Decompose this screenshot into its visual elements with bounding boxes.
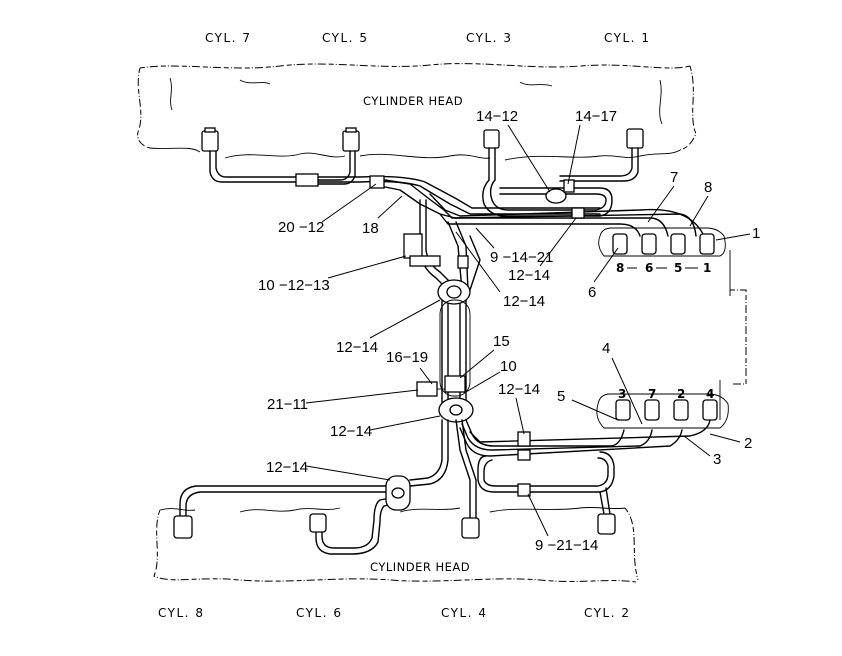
callout-12-14-e: 12−14 — [498, 381, 540, 398]
top-cylinder-head-label: CYLINDER HEAD — [363, 94, 463, 108]
callout-4: 4 — [602, 340, 610, 357]
center-vertical-tubes — [403, 199, 481, 423]
bottom-nozzle-cyl6 — [309, 497, 393, 555]
cyl-1-label: CYL. 1 — [604, 31, 650, 45]
callout-8: 8 — [704, 179, 712, 196]
callouts: 14−12 14−17 7 8 1 6 20 −12 18 9 −14−21 1… — [258, 108, 760, 554]
cyl-3-label: CYL. 3 — [466, 31, 512, 45]
callout-18: 18 — [362, 220, 379, 237]
bottom-nozzle-cyl4 — [461, 517, 480, 539]
port-5-fitting — [670, 233, 686, 255]
cyl-7-label: CYL. 7 — [205, 31, 251, 45]
callout-1: 1 — [752, 225, 760, 242]
callout-10-12-13: 10 −12−13 — [258, 277, 330, 294]
top-nozzle-cyl1 — [559, 128, 644, 182]
callout-2: 2 — [744, 435, 752, 452]
callout-9-14-21: 9 −14−21 — [490, 249, 553, 266]
port-1-label: 1 — [703, 261, 711, 275]
cyl-6-label: CYL. 6 — [296, 606, 342, 620]
callout-12-14-c: 12−14 — [336, 339, 378, 356]
port-3-label: 3 — [618, 387, 626, 401]
port-8-fitting — [612, 233, 628, 255]
bottom-cylinder-head — [153, 506, 639, 583]
callout-9-21-14: 9 −21−14 — [535, 537, 598, 554]
top-tube-bundle — [295, 173, 705, 237]
port-6-label: 6 — [645, 261, 653, 275]
callout-12-14-f: 12−14 — [266, 459, 308, 476]
cyl-4-label: CYL. 4 — [441, 606, 487, 620]
bottom-pump-ports: 3 7 2 4 — [596, 387, 729, 429]
port-4-label: 4 — [706, 387, 714, 401]
bottom-cylinder-head-label: CYLINDER HEAD — [370, 560, 470, 574]
bottom-left-clamp — [385, 475, 411, 511]
callout-12-14-a: 12−14 — [508, 267, 550, 284]
port-7-fitting — [644, 399, 660, 421]
callout-7: 7 — [670, 169, 678, 186]
lower-tube-bundle — [409, 419, 711, 521]
callout-21-11: 21−11 — [267, 396, 308, 413]
callout-14-12: 14−12 — [476, 108, 518, 125]
port-1-fitting — [699, 233, 715, 255]
callout-5: 5 — [557, 388, 565, 405]
cyl-5-label: CYL. 5 — [322, 31, 368, 45]
top-pump-ports: 8 6 5 1 — [598, 227, 726, 275]
callout-16-19: 16−19 — [386, 349, 428, 366]
cyl-2-label: CYL. 2 — [584, 606, 630, 620]
bottom-nozzle-cyl2 — [597, 487, 616, 535]
callout-15: 15 — [493, 333, 510, 350]
port-3-fitting — [615, 399, 631, 421]
top-nozzle-cyl5 — [317, 127, 360, 185]
port-4-fitting — [702, 399, 718, 421]
callout-14-17: 14−17 — [575, 108, 617, 125]
pump-edge — [730, 289, 747, 385]
callout-12-14-d: 12−14 — [330, 423, 372, 440]
port-5-label: 5 — [674, 261, 682, 275]
callout-10: 10 — [500, 358, 517, 375]
bottom-nozzle-cyl8 — [173, 485, 391, 539]
top-nozzle-cyl3 — [483, 129, 500, 181]
callout-3: 3 — [713, 451, 721, 468]
callout-20-12: 20 −12 — [278, 219, 324, 236]
port-6-fitting — [641, 233, 657, 255]
callout-12-14-b: 12−14 — [503, 293, 545, 310]
cyl-8-label: CYL. 8 — [158, 606, 204, 620]
top-cylinder-head — [137, 63, 697, 161]
port-8-label: 8 — [616, 261, 624, 275]
port-2-fitting — [673, 399, 689, 421]
top-nozzle-cyl7 — [201, 127, 301, 183]
port-2-label: 2 — [677, 387, 685, 401]
port-7-label: 7 — [648, 387, 656, 401]
callout-6: 6 — [588, 284, 596, 301]
